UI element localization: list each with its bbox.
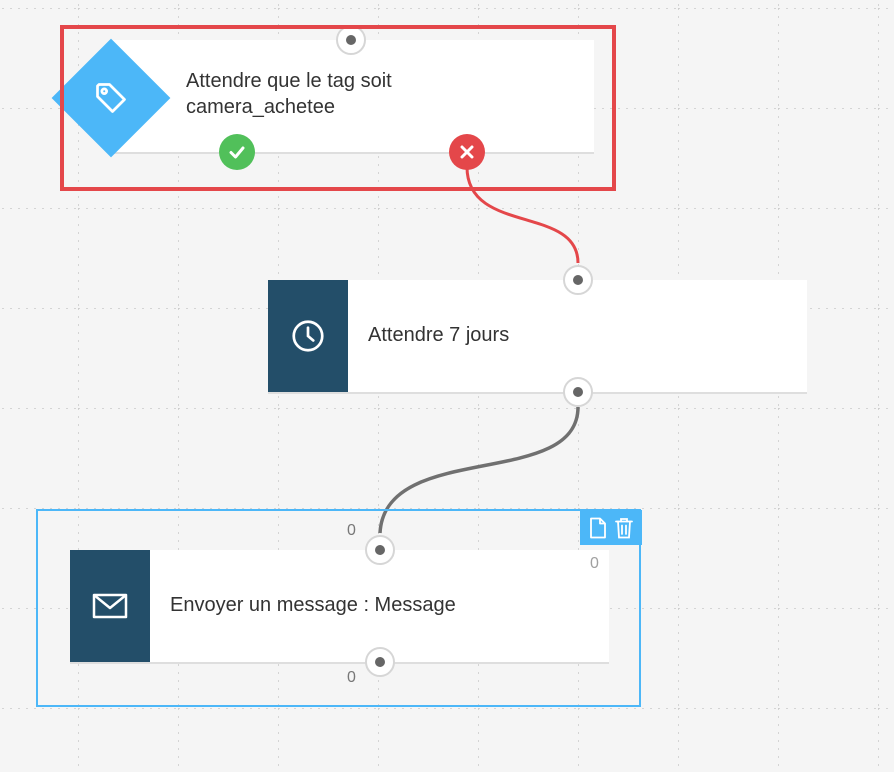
send-message-label: Envoyer un message : Message [170, 594, 456, 616]
side-count: 0 [590, 555, 599, 572]
send-message-node[interactable]: Envoyer un message : Message [70, 550, 609, 664]
trash-icon[interactable] [615, 517, 634, 539]
envelope-icon-box [70, 550, 150, 662]
wait-tag-input-port[interactable] [336, 25, 366, 55]
selected-node-outline [36, 509, 641, 707]
clock-icon-box [268, 280, 348, 392]
wait-days-node[interactable]: Attendre 7 jours [268, 280, 807, 394]
close-icon [460, 145, 474, 159]
output-count: 0 [347, 669, 356, 686]
no-branch-port[interactable] [449, 134, 485, 170]
tag-icon [69, 56, 153, 140]
send-message-output-port[interactable] [365, 647, 395, 677]
node-toolbar [580, 510, 642, 545]
wait-days-output-port[interactable] [563, 377, 593, 407]
yes-branch-port[interactable] [219, 134, 255, 170]
connector-wait-to-message [378, 406, 580, 534]
wait-days-label: Attendre 7 jours [368, 324, 510, 346]
send-message-input-port[interactable] [365, 535, 395, 565]
envelope-icon [92, 593, 128, 619]
wait-days-input-port[interactable] [563, 265, 593, 295]
check-icon [229, 146, 245, 159]
wait-tag-diamond[interactable] [51, 38, 171, 158]
clock-icon [292, 320, 324, 352]
wait-tag-node[interactable]: Attendre que le tag soit camera_achetee [110, 40, 594, 154]
input-count: 0 [347, 522, 356, 539]
copy-icon[interactable] [589, 517, 607, 539]
wait-tag-label: Attendre que le tag soit camera_achetee [186, 70, 392, 118]
